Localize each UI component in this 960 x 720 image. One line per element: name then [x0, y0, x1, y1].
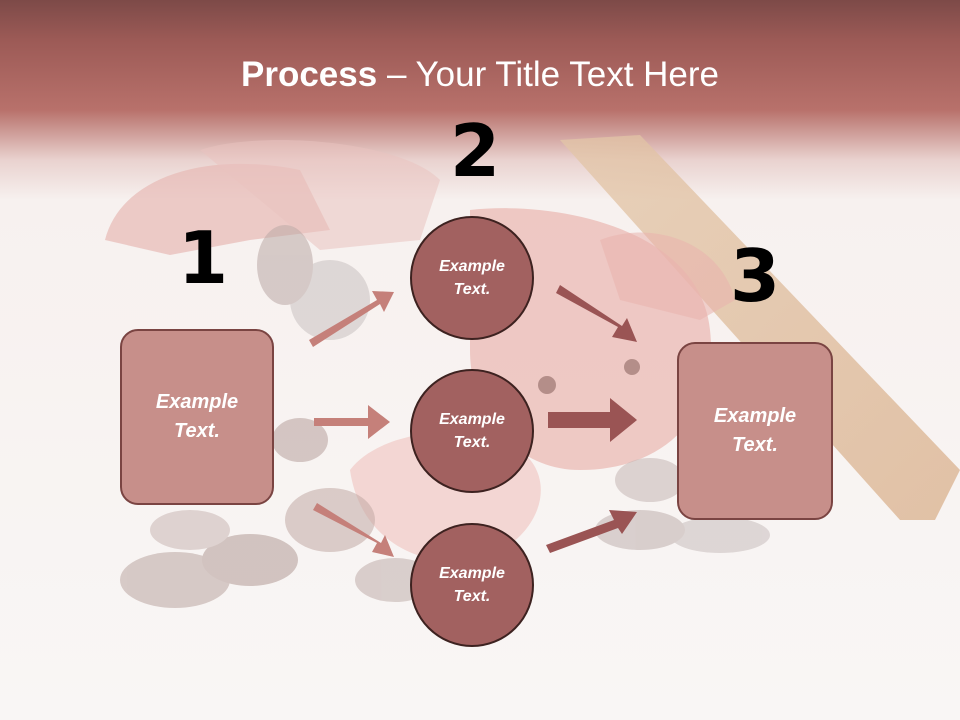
arrow-from-bottom-circle	[546, 510, 637, 553]
circle-top-text: Example Text.	[439, 258, 505, 298]
right-arrows	[546, 285, 637, 553]
left-arrows	[309, 291, 394, 557]
arrow-to-top-circle	[309, 291, 394, 347]
arrow-to-bottom-circle	[313, 503, 394, 557]
arrow-from-middle-circle	[548, 398, 637, 442]
circle-bottom-text: Example Text.	[439, 565, 505, 605]
step-3-text: Example Text.	[713, 405, 797, 456]
pig-shell-right	[600, 232, 735, 320]
step-number-1: 1	[178, 216, 229, 300]
circle-middle-text: Example Text.	[439, 411, 505, 451]
step-3-box: Example Text.	[677, 342, 833, 520]
title-bold: Process	[241, 55, 378, 94]
pig-shell-top	[200, 140, 440, 250]
step-2-circle-middle: Example Text.	[410, 369, 534, 493]
step-number-3: 3	[730, 234, 781, 318]
pig-nostril	[624, 359, 640, 375]
title-rest: – Your Title Text Here	[377, 55, 719, 94]
step-1-text: Example Text.	[155, 391, 239, 442]
step-2-circle-top: Example Text.	[410, 216, 534, 340]
step-number-2: 2	[450, 109, 501, 193]
step-2-circle-bottom: Example Text.	[410, 523, 534, 647]
step-1-box: Example Text.	[120, 329, 274, 505]
arrow-from-top-circle	[556, 285, 637, 342]
pig-eye	[538, 376, 556, 394]
hammer-handle	[560, 135, 960, 520]
slide-title: Process – Your Title Text Here	[0, 54, 960, 96]
coins	[120, 225, 770, 608]
arrow-to-middle-circle	[314, 405, 390, 439]
